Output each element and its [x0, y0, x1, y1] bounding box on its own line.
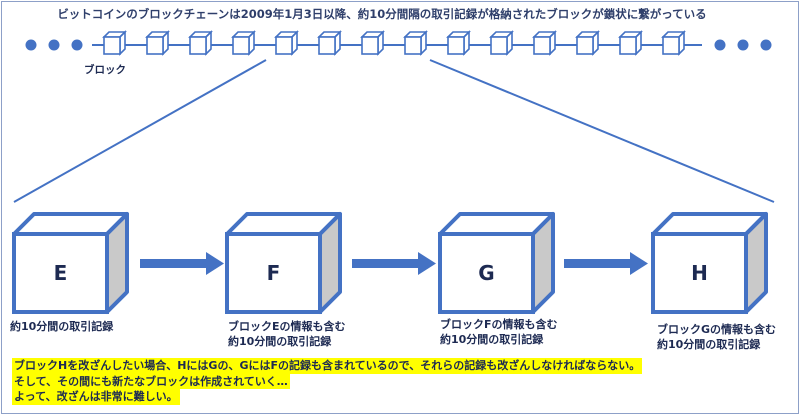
chain-block [102, 30, 127, 56]
block-h-caption: ブロックGの情報も含む 約10分間の取引記録 [657, 323, 777, 351]
chain-block [661, 30, 686, 56]
block-g-caption: ブロックFの情報も含む 約10分間の取引記録 [440, 318, 558, 346]
chain-block [403, 30, 428, 56]
block-f: F [225, 212, 342, 314]
chain-block [489, 30, 514, 56]
block-f-caption: ブロックEの情報も含む 約10分間の取引記録 [228, 320, 346, 348]
chain-block [231, 30, 256, 56]
block-e: E [12, 212, 129, 314]
block-h: H [651, 212, 768, 314]
chain-dot [71, 39, 83, 51]
chain-blocks [102, 30, 686, 56]
note-line-1: ブロックHを改ざんしたい場合、HにはGの、GにはFの記録も含まれているので、それ… [12, 358, 643, 374]
detail-blocks: E F G H [12, 212, 768, 314]
arrow-g-to-h [564, 252, 648, 275]
arrow-f-to-g [352, 252, 436, 275]
explanation-note: ブロックHを改ざんしたい場合、HにはGの、GにはFの記録も含まれているので、それ… [12, 358, 643, 405]
chain-block [317, 30, 342, 56]
chain-block [145, 30, 170, 56]
block-letter: F [267, 261, 281, 285]
chain-block [575, 30, 600, 56]
chain-dot [737, 39, 749, 51]
block-letter: E [54, 261, 68, 285]
arrow-e-to-f [140, 252, 224, 275]
chain-dot [48, 39, 60, 51]
chain-block [188, 30, 213, 56]
block-letter: G [478, 261, 494, 285]
block-e-caption: 約10分間の取引記録 [10, 320, 114, 333]
zoom-line-right [429, 59, 775, 203]
block-g: G [438, 212, 555, 314]
zoom-line-left [13, 59, 267, 203]
chain-block [618, 30, 643, 56]
chain-block [274, 30, 299, 56]
chain-dot [760, 39, 772, 51]
chain-block-label: ブロック [84, 64, 126, 76]
note-line-3: よって、改ざんは非常に難しい。 [12, 389, 180, 405]
chain-dot [25, 39, 37, 51]
chain-dot [714, 39, 726, 51]
chain-block [532, 30, 557, 56]
chain-block [446, 30, 471, 56]
note-line-2: そして、その間にも新たなブロックは作成されていく… [12, 373, 290, 389]
diagram-title: ビットコインのブロックチェーンは2009年1月3日以降、約10分間隔の取引記録が… [57, 7, 707, 21]
block-letter: H [691, 261, 708, 285]
chain-block [360, 30, 385, 56]
